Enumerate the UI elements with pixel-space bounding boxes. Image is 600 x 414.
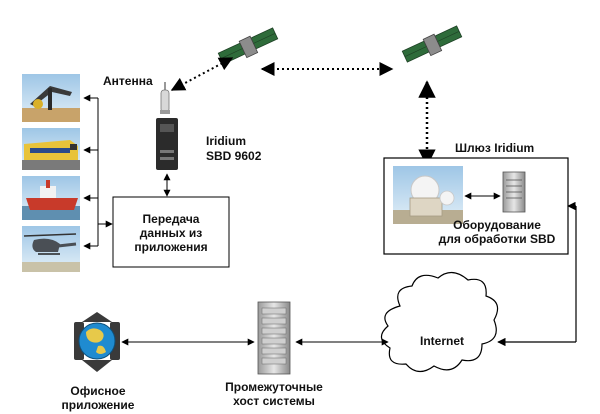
host-label-line2: хост системы: [233, 394, 315, 408]
device-label-line2: SBD 9602: [206, 149, 262, 163]
sbd-equipment-label-line2: для обработки SBD: [438, 232, 556, 246]
cloud-icon: [380, 271, 499, 373]
oil-pump-photo: [22, 74, 80, 122]
app-data-box: [112, 196, 230, 268]
train-photo: [22, 128, 80, 170]
photos-connector: [83, 94, 113, 250]
globe-icon: [74, 312, 120, 372]
app-data-label-line2: данных из: [139, 226, 203, 240]
app-data-label-line1: Передача: [142, 212, 200, 226]
office-label-line1: Офисное: [70, 384, 126, 398]
app-data-label-line3: приложения: [134, 240, 208, 254]
gateway-internet-connector: [497, 201, 577, 347]
satellite-right-icon: [401, 25, 463, 63]
host-label-line1: Промежуточные: [225, 380, 323, 394]
antenna-icon: [160, 82, 170, 114]
device-label-line1: Iridium: [206, 134, 247, 148]
gateway-title: Шлюз Iridium: [455, 141, 535, 155]
sbd-equipment-label-line1: Оборудование: [453, 218, 541, 232]
office-label-line2: приложение: [61, 398, 135, 412]
antenna-satellite-link: [170, 57, 234, 91]
antenna-label: Антенна: [103, 74, 153, 88]
ship-photo: [22, 176, 80, 220]
gateway-server-rack-icon: [502, 171, 526, 213]
internet-label: Internet: [419, 334, 464, 348]
host-server-rack-icon: [257, 301, 291, 375]
modem-icon: [156, 118, 178, 170]
ground-station-icon: [393, 166, 463, 224]
helicopter-photo: [22, 226, 80, 272]
